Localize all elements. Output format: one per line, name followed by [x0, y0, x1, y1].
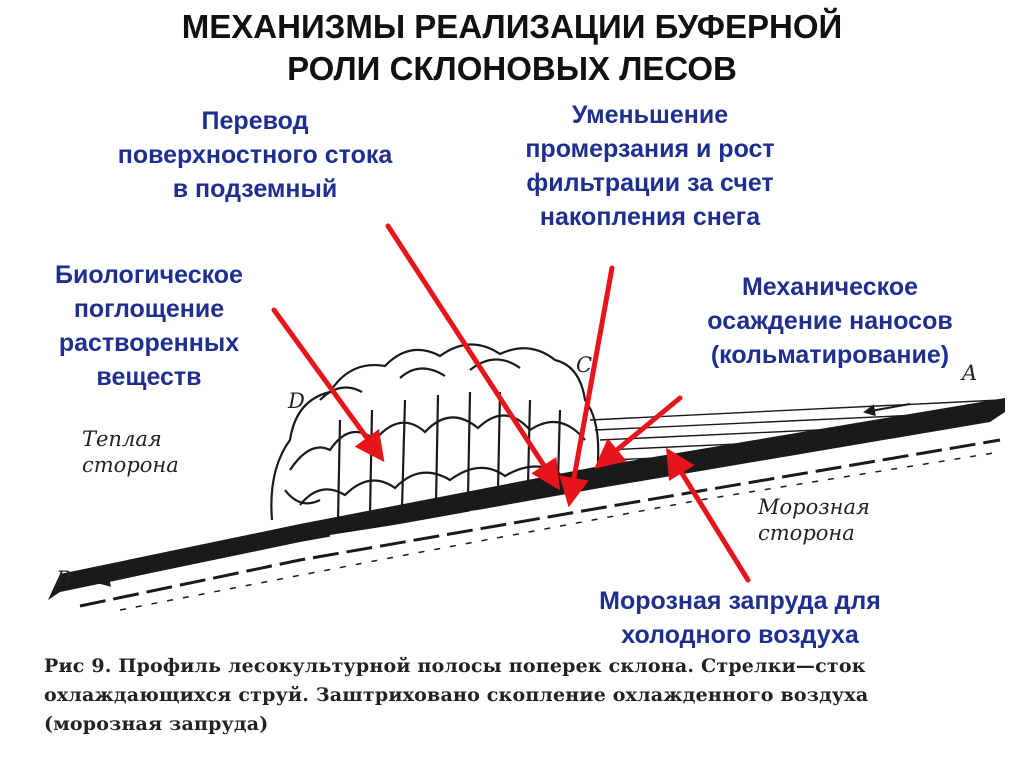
- letter-d: D: [288, 389, 305, 413]
- label-reduction: Уменьшение промерзания и рост фильтрации…: [525, 101, 775, 231]
- slide-title: МЕХАНИЗМЫ РЕАЛИЗАЦИИ БУФЕРНОЙ РОЛИ СКЛОН…: [0, 6, 1024, 90]
- label-frost-dam: Морозная запруда для холодного воздуха: [599, 587, 881, 649]
- arrow-reduction: [559, 265, 615, 508]
- arrow-frost-dam: [666, 447, 751, 583]
- figure-caption: Рис 9. Профиль лесокультурной полосы поп…: [44, 655, 869, 735]
- frost-side-label: Морозная сторона: [758, 495, 870, 545]
- arrow-mechanical: [594, 395, 683, 469]
- letter-b: B: [56, 567, 72, 591]
- arrow-biological: [271, 307, 385, 463]
- title-line-1: МЕХАНИЗМЫ РЕАЛИЗАЦИИ БУФЕРНОЙ: [181, 8, 843, 45]
- warm-side-label: Теплая сторона: [82, 427, 179, 477]
- title-line-2: РОЛИ СКЛОНОВЫХ ЛЕСОВ: [287, 50, 737, 87]
- letter-a: A: [962, 361, 978, 385]
- red-arrows: [271, 223, 751, 583]
- ground-slope: [48, 398, 1005, 611]
- label-biological: Биологическое поглощение растворенных ве…: [55, 261, 243, 391]
- arrow-transfer: [385, 223, 561, 491]
- cold-air-flow-arrows: [98, 403, 911, 587]
- label-transfer: Перевод поверхностного стока в подземный: [117, 107, 393, 203]
- letter-c: C: [576, 353, 593, 377]
- label-mechanical: Механическое осаждение наносов (кольмати…: [707, 273, 953, 369]
